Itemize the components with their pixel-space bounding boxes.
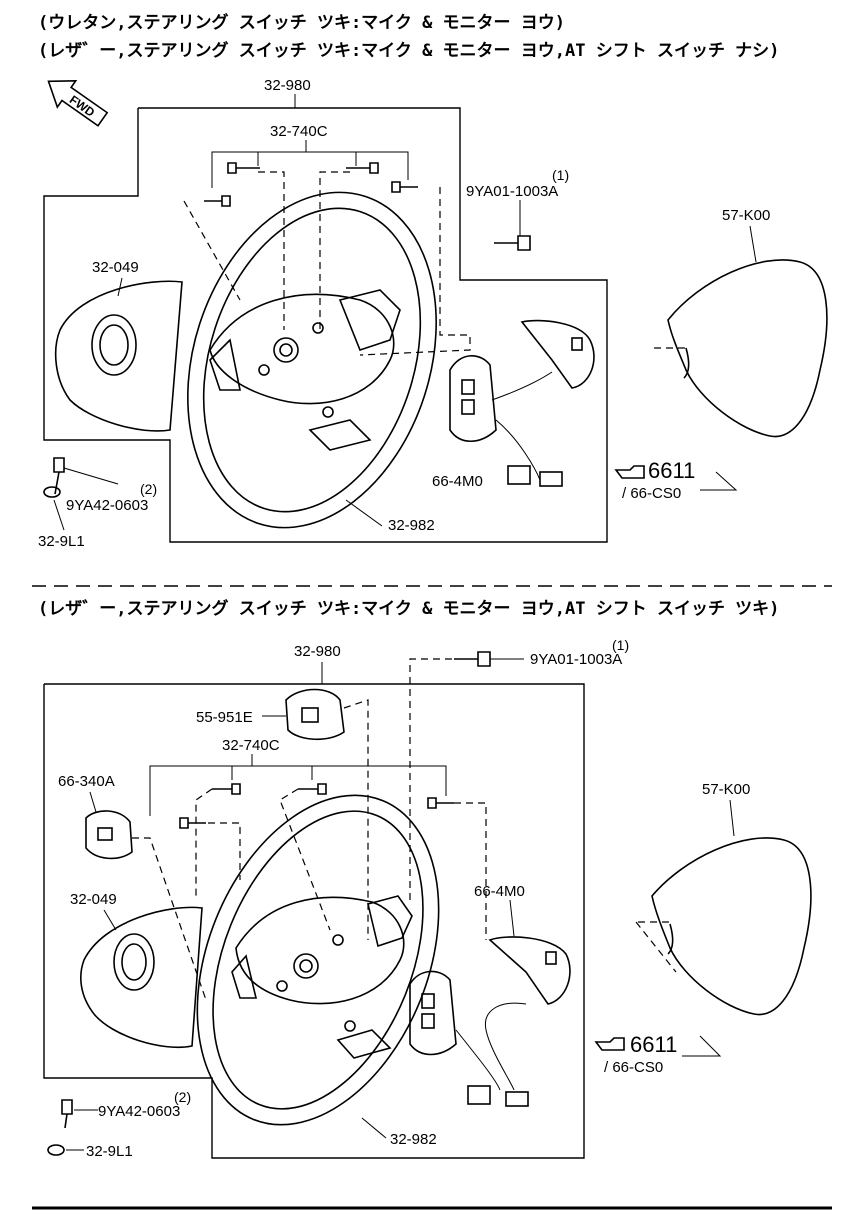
small-bolt-icon (43, 457, 65, 498)
bolt-icon-b (454, 651, 491, 667)
steering-switch-1 (449, 319, 595, 487)
screw-icon-b (179, 783, 454, 829)
label-66-340a[interactable]: 66-340A (58, 773, 115, 790)
fwd-arrow-icon: FWD (47, 80, 109, 127)
label-ref-66-cs0-b: / 66-CS0 (604, 1059, 663, 1076)
shift-switch-part (285, 688, 345, 741)
label-ref-6611[interactable]: 6611 (648, 458, 695, 483)
steering-wheel-1 (187, 191, 437, 529)
label-32-049[interactable]: 32-049 (92, 259, 139, 276)
label-bolt2-qty-1: (2) (140, 481, 157, 497)
steering-switch-2 (409, 936, 571, 1107)
assembly-frame-1 (43, 107, 608, 543)
label-32-980-b[interactable]: 32-980 (294, 643, 341, 660)
pointing-hand-icon-b (594, 1037, 625, 1051)
label-32-982-b[interactable]: 32-982 (390, 1131, 437, 1148)
label-9ya42-0603[interactable]: 9YA42-0603 (66, 497, 148, 514)
label-32-049-b[interactable]: 32-049 (70, 891, 117, 908)
label-9ya01-1003a-b[interactable]: 9YA01-1003A (530, 651, 622, 668)
column-cover-1 (54, 280, 183, 432)
section-1: (ウレタン,ステアリング スイッチ ツキ:マイク & モニター ヨウ) (レザ゛… (38, 12, 828, 550)
screw-icon (204, 162, 418, 207)
label-32-9l1-b[interactable]: 32-9L1 (86, 1143, 133, 1160)
label-57-k00-b[interactable]: 57-K00 (702, 781, 750, 798)
airbag-module-1 (667, 259, 828, 438)
label-32-740c-b[interactable]: 32-740C (222, 737, 280, 754)
label-9ya01-1003a[interactable]: 9YA01-1003A (466, 183, 558, 200)
label-ref-6611-b[interactable]: 6611 (630, 1032, 677, 1057)
bracket-part (85, 810, 133, 860)
label-57-k00[interactable]: 57-K00 (722, 207, 770, 224)
small-bolt-icon-b (47, 1099, 73, 1156)
label-66-4m0-b[interactable]: 66-4M0 (474, 883, 525, 900)
section-2-header: (レザ゛ー,ステアリング スイッチ ツキ:マイク & モニター ヨウ,AT シフ… (38, 598, 779, 619)
label-9ya42-0603-b[interactable]: 9YA42-0603 (98, 1103, 180, 1120)
column-cover-2 (80, 906, 203, 1048)
pointing-hand-icon (614, 465, 645, 479)
label-55-951e[interactable]: 55-951E (196, 709, 253, 726)
label-bolt-qty-1: (1) (552, 167, 569, 183)
label-32-740c[interactable]: 32-740C (270, 123, 328, 140)
label-bolt2-qty-2: (2) (174, 1089, 191, 1105)
label-32-9l1[interactable]: 32-9L1 (38, 533, 85, 550)
bolt-icon (494, 235, 531, 251)
label-ref-66-cs0: / 66-CS0 (622, 485, 681, 502)
label-66-4m0[interactable]: 66-4M0 (432, 473, 483, 490)
airbag-module-2 (651, 837, 812, 1016)
label-32-980[interactable]: 32-980 (264, 77, 311, 94)
section-1-header-line1: (ウレタン,ステアリング スイッチ ツキ:マイク & モニター ヨウ) (38, 12, 565, 33)
steering-wheel-2 (196, 794, 440, 1126)
assembly-frame-2 (43, 683, 585, 1159)
label-bolt-qty-2: (1) (612, 637, 629, 653)
label-32-982[interactable]: 32-982 (388, 517, 435, 534)
section-2: (レザ゛ー,ステアリング スイッチ ツキ:マイク & モニター ヨウ,AT シフ… (38, 598, 812, 1160)
section-1-header-line2: (レザ゛ー,ステアリング スイッチ ツキ:マイク & モニター ヨウ,AT シフ… (38, 40, 779, 61)
